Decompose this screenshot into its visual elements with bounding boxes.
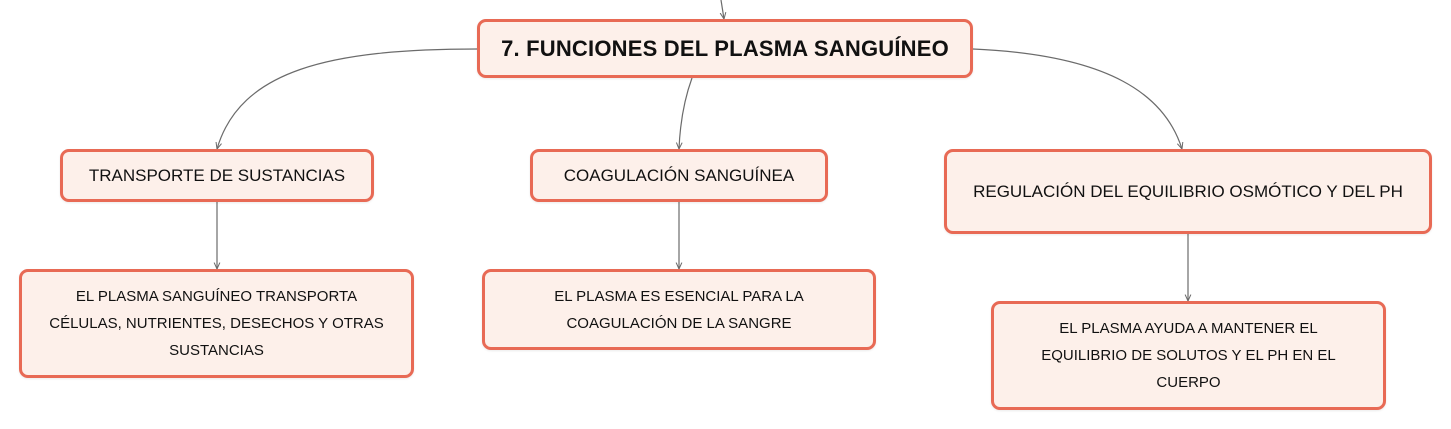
topic-label-regulacion: REGULACIÓN DEL EQUILIBRIO OSMÓTICO Y DEL… <box>973 181 1403 201</box>
topic-node-transporte[interactable]: TRANSPORTE DE SUSTANCIAS <box>60 149 374 202</box>
topic-node-regulacion[interactable]: REGULACIÓN DEL EQUILIBRIO OSMÓTICO Y DEL… <box>944 149 1432 234</box>
connector-root-to-transporte <box>217 48 478 149</box>
topic-node-coagulacion[interactable]: COAGULACIÓN SANGUÍNEA <box>530 149 828 202</box>
subtopic-node-regulacion-detail[interactable]: EL PLASMA AYUDA A MANTENER EL EQUILIBRIO… <box>991 301 1386 410</box>
subtopic-label-transporte-detail: EL PLASMA SANGUÍNEO TRANSPORTA CÉLULAS, … <box>49 288 384 359</box>
topic-label-coagulacion: COAGULACIÓN SANGUÍNEA <box>563 165 795 185</box>
subtopic-label-regulacion-detail: EL PLASMA AYUDA A MANTENER EL EQUILIBRIO… <box>1041 320 1336 391</box>
connector-root-to-coagulacion <box>679 77 693 149</box>
root-topic-label: 7. FUNCIONES DEL PLASMA SANGUÍNEO <box>501 35 949 61</box>
connector-parent-to-root <box>721 0 724 19</box>
root-topic-node[interactable]: 7. FUNCIONES DEL PLASMA SANGUÍNEO <box>477 19 973 78</box>
subtopic-node-transporte-detail[interactable]: EL PLASMA SANGUÍNEO TRANSPORTA CÉLULAS, … <box>19 269 414 378</box>
subtopic-node-coagulacion-detail[interactable]: EL PLASMA ES ESENCIAL PARA LA COAGULACIÓ… <box>482 269 876 350</box>
connector-root-to-regulacion <box>972 48 1182 149</box>
topic-label-transporte: TRANSPORTE DE SUSTANCIAS <box>88 165 346 185</box>
subtopic-label-coagulacion-detail: EL PLASMA ES ESENCIAL PARA LA COAGULACIÓ… <box>554 287 804 332</box>
